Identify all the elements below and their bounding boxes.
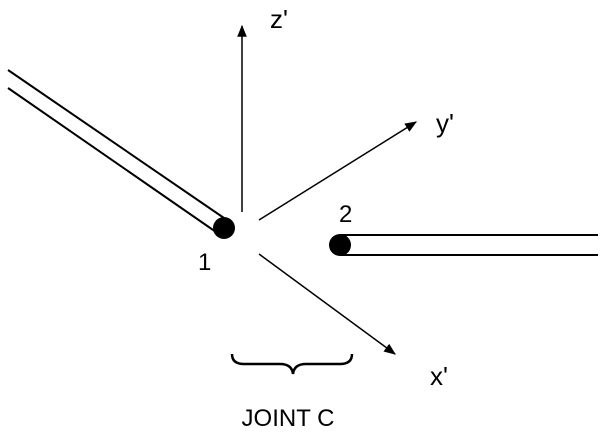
left-member-upper-line	[7, 69, 225, 219]
node-2-dot	[329, 234, 351, 256]
node-1-dot	[213, 217, 235, 239]
y-axis-label: y'	[436, 108, 454, 138]
left-member-lower-line	[7, 87, 217, 233]
joint-caption: JOINT C	[242, 405, 335, 432]
node-2-label: 2	[339, 201, 352, 228]
right-member	[340, 234, 598, 256]
x-axis-arrow	[258, 253, 396, 355]
axis-arrows	[237, 24, 418, 355]
z-axis-label: z'	[270, 4, 288, 34]
left-member	[7, 69, 225, 233]
node-1-label: 1	[198, 249, 211, 276]
x-axis-label: x'	[430, 361, 448, 391]
joint-brace	[230, 353, 354, 375]
y-axis-arrow	[258, 121, 418, 221]
